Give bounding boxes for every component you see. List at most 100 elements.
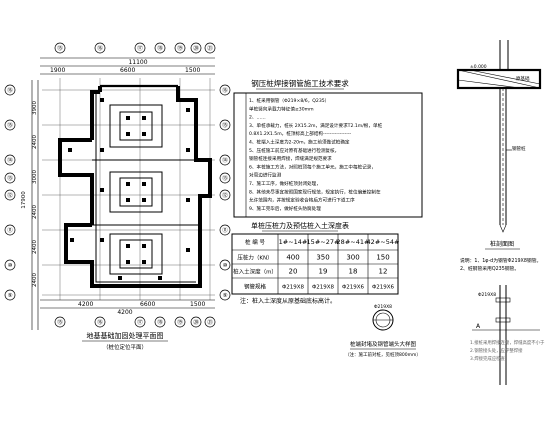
axis-bubble-left: ⑩ [4,259,16,271]
svg-text:㉑: ㉑ [207,318,213,326]
svg-text:⑮: ⑮ [57,44,63,52]
detail-title: 桩端封堵及钢管端头大样图 [350,340,417,348]
svg-text:⑨: ⑨ [223,292,228,299]
joint-mark: A [476,323,481,330]
table-cell: Φ219X6 [342,285,365,291]
svg-text:⑯: ⑯ [7,86,13,94]
pile-mark [186,108,190,112]
axis-bubble-top: ㉑ [204,42,216,54]
svg-text:⑲: ⑲ [177,44,183,52]
section-note-2: 2、桩钢管采用Q235钢管。 [460,265,519,272]
table-header: 桩 编 号 [245,238,265,246]
svg-text:⑪: ⑪ [7,226,13,234]
svg-text:⑱: ⑱ [157,318,163,326]
pile-mark [126,132,130,136]
table-cell: 350 [316,254,329,262]
svg-text:⑯: ⑯ [222,86,228,94]
axis-bubble-bottom: ⑱ [154,316,166,328]
pile-mark [142,116,146,120]
svg-text:⑰: ⑰ [137,318,143,326]
svg-text:⑮: ⑮ [57,318,63,326]
dim-left: 2400 [32,135,38,149]
table-header: 15#~27# [307,238,340,246]
pile-mark [142,182,146,186]
svg-text:⑳: ⑳ [193,318,199,326]
axis-bubble-left: ⑬ [4,172,16,184]
section-title: 桩剖面图 [490,240,514,248]
axis-bubble-bottom: ⑰ [134,316,146,328]
axis-left-bubbles: ⑯ ⑮ ⑭ ⑬ ⑫ ⑪ ⑩ ⑨ [4,84,16,301]
svg-text:⑭: ⑭ [222,156,228,164]
svg-text:⑫: ⑫ [7,191,13,199]
spec-notes: 钢压桩焊接钢管施工技术要求 1、桩采用钢管（Φ219×8/6，Q235） 单桩竖… [233,78,423,218]
plan-walls [58,84,212,288]
axis-bubble-left: ⑪ [4,224,16,236]
pile-mark [126,198,130,202]
pile-mark [68,148,72,152]
pipe-detail: Φ219X8 桩端封堵及钢管端头大样图 （注：施工前对桩，见桩顶800mm） [345,304,421,358]
axis-bubble-top: ⑯ [94,42,106,54]
table-cell: 20 [289,268,298,276]
pile-mark [186,148,190,152]
spec-line: 7、施工工序，做好桩顶封闭处理， [249,180,321,187]
table-cell: Φ219X8 [282,285,305,291]
table-row-label: 钢管规格 [244,283,267,291]
pile-mark [100,238,104,242]
axis-bubble-left: ⑨ [4,289,16,301]
table-cell: 150 [376,254,389,262]
joint-note: 3.焊接完成应检查 [470,355,506,362]
spec-line: 5、压桩施工前应对原有基础进行检测复核， [249,147,339,154]
table-cell: 300 [346,254,359,262]
axis-bubble-top: ⑮ [54,42,66,54]
table-row-label: 压桩力（KN） [237,254,272,262]
table-cell: 12 [379,268,388,276]
axis-bubble-right: ⑨ [219,289,231,301]
dim-left: 2400 [32,273,38,287]
spec-line: 允许范围内，并按规定验收合格后方可进行下道工序 [249,197,355,204]
spec-line: 3、单桩承载力，桩长 2X15.2m，满足设计要求T2.1m/根，单桩 [249,122,383,129]
axis-bubble-bottom: ⑳ [190,316,202,328]
spec-lines: 1、桩采用钢管（Φ219×8/6，Q235） 单桩竖向承载力特征值≥30mm2、… [249,97,383,212]
plan-subtitle: （桩位定位平面） [103,343,147,351]
spec-line: 钢管桩连接采用焊接，焊缝满足规范要求 [249,155,332,162]
table-title: 单桩压桩力及预估桩入土深度表 [251,221,349,230]
axis-bubble-right: ⑭ [219,154,231,166]
plan-grid [42,78,215,300]
svg-text:⑯: ⑯ [97,318,103,326]
spec-line: 0.8X1.2X1.5m，桩顶标高上部结构----------------- [249,130,352,137]
axis-bubble-bottom: ⑮ [54,316,66,328]
axis-bubble-top: ⑲ [174,42,186,54]
spec-line: 6、本桩施工方法，对照桩顶每个施工单元，施工中每桩记录， [249,163,376,170]
svg-text:⑫: ⑫ [222,191,228,199]
spec-line: 9、施工完毕后，做好桩头防腐处理 [249,205,321,212]
pile-mark [126,244,130,248]
svg-text:⑲: ⑲ [177,318,183,326]
dim-top-right: 1500 [185,67,200,74]
pile-mark [126,182,130,186]
spec-line: 单桩竖向承载力特征值≥30mm [249,105,314,112]
svg-text:⑨: ⑨ [8,292,13,299]
svg-text:⑪: ⑪ [222,226,228,234]
axis-bubble-bottom: ⑯ [94,316,106,328]
joint-detail: Φ219X8 A 1.接桩采用焊接连接，焊缝高度不小于2.钢管接头处，应平整焊接… [470,285,545,385]
svg-text:⑮: ⑮ [7,121,13,129]
pile-mark [126,116,130,120]
pile-mark [100,188,104,192]
pipe-label: Φ219X8 [374,304,392,310]
spec-title: 钢压桩焊接钢管施工技术要求 [251,78,349,88]
pile-mark [100,98,104,102]
axis-bubble-top: ⑳ [190,42,202,54]
dim-bottom-4: 4200 [117,309,132,316]
section-label-1: 原基础 [516,75,530,82]
table-row-label: 桩入土深度（m） [233,268,277,276]
table-cell: 19 [319,268,328,276]
svg-text:⑭: ⑭ [7,156,13,164]
table-header: 42#~54# [367,238,400,246]
